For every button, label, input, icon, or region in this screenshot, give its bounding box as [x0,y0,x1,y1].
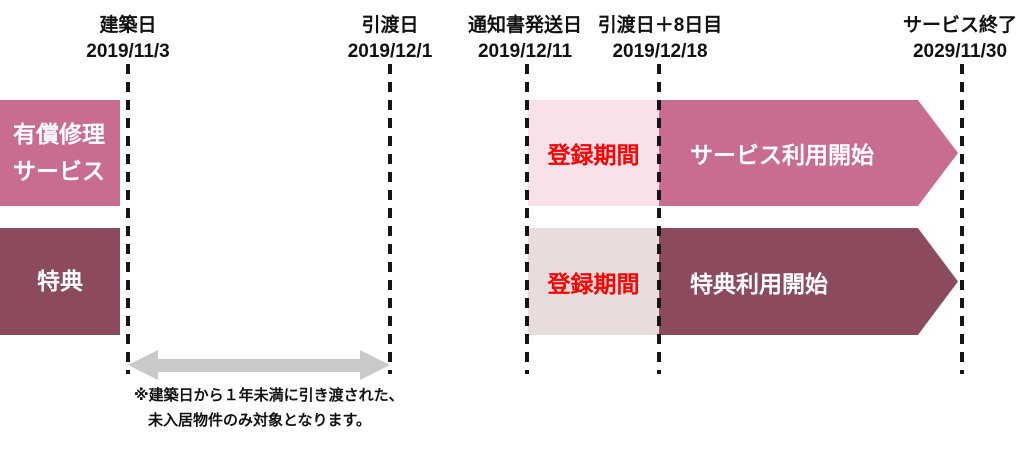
dashed-line-construction [126,64,130,374]
construction-to-handover-range-arrow [128,350,390,380]
footnote-line-1: ※建築日から１年未満に引き渡された、 [134,387,404,404]
service-start-label: サービス利用開始 [690,142,874,168]
milestone-notice-sent-date: 通知書発送日 2019/12/11 [468,13,582,65]
milestone-date: 2019/12/11 [477,41,573,62]
registration-period-block-service: 登録期間 [528,100,659,206]
registration-period-label: 登録期間 [547,142,640,168]
track-label-line: 有償修理 [13,121,105,147]
milestone-label: 建築日 [99,15,157,36]
dashed-line-handover-plus-8 [657,64,661,374]
dashed-line-handover [388,64,392,374]
benefits-start-arrow: 特典利用開始 [659,228,958,335]
milestone-date: 2019/12/18 [612,41,708,62]
track-label-paid-repair-service: 有償修理 サービス [0,100,120,206]
arrow-head-left-icon [128,350,158,380]
registration-period-block-benefits: 登録期間 [528,228,659,335]
footnote-line-2: 未入居物件のみ対象となります。 [148,412,372,429]
milestone-label: 引渡日＋8日目 [597,15,723,36]
track-label-line: サービス [13,158,105,184]
benefits-start-label: 特典利用開始 [690,270,828,297]
registration-period-label: 登録期間 [547,270,640,297]
milestone-date: 2019/12/1 [347,41,433,62]
dashed-line-notice-sent [525,64,529,374]
arrow-head-right-icon [360,350,390,380]
milestone-label: 通知書発送日 [467,15,583,36]
milestone-label: 引渡日 [361,15,419,36]
milestone-handover-date: 引渡日 2019/12/1 [348,13,433,65]
track-label-benefits: 特典 [0,228,120,335]
milestone-label: サービス終了 [902,15,1018,36]
dashed-line-service-end [960,64,964,374]
footnote: ※建築日から１年未満に引き渡された、 未入居物件のみ対象となります。 [134,383,404,433]
track-label-line: 特典 [37,268,83,294]
milestone-service-end-date: サービス終了 2029/11/30 [903,13,1017,65]
service-start-arrow: サービス利用開始 [659,100,958,206]
milestone-handover-plus-8-days: 引渡日＋8日目 2019/12/18 [598,13,723,65]
arrow-shaft [158,358,360,372]
milestone-construction-date: 建築日 2019/11/3 [86,13,169,65]
milestone-date: 2029/11/30 [912,41,1008,62]
milestone-date: 2019/11/3 [86,41,170,62]
